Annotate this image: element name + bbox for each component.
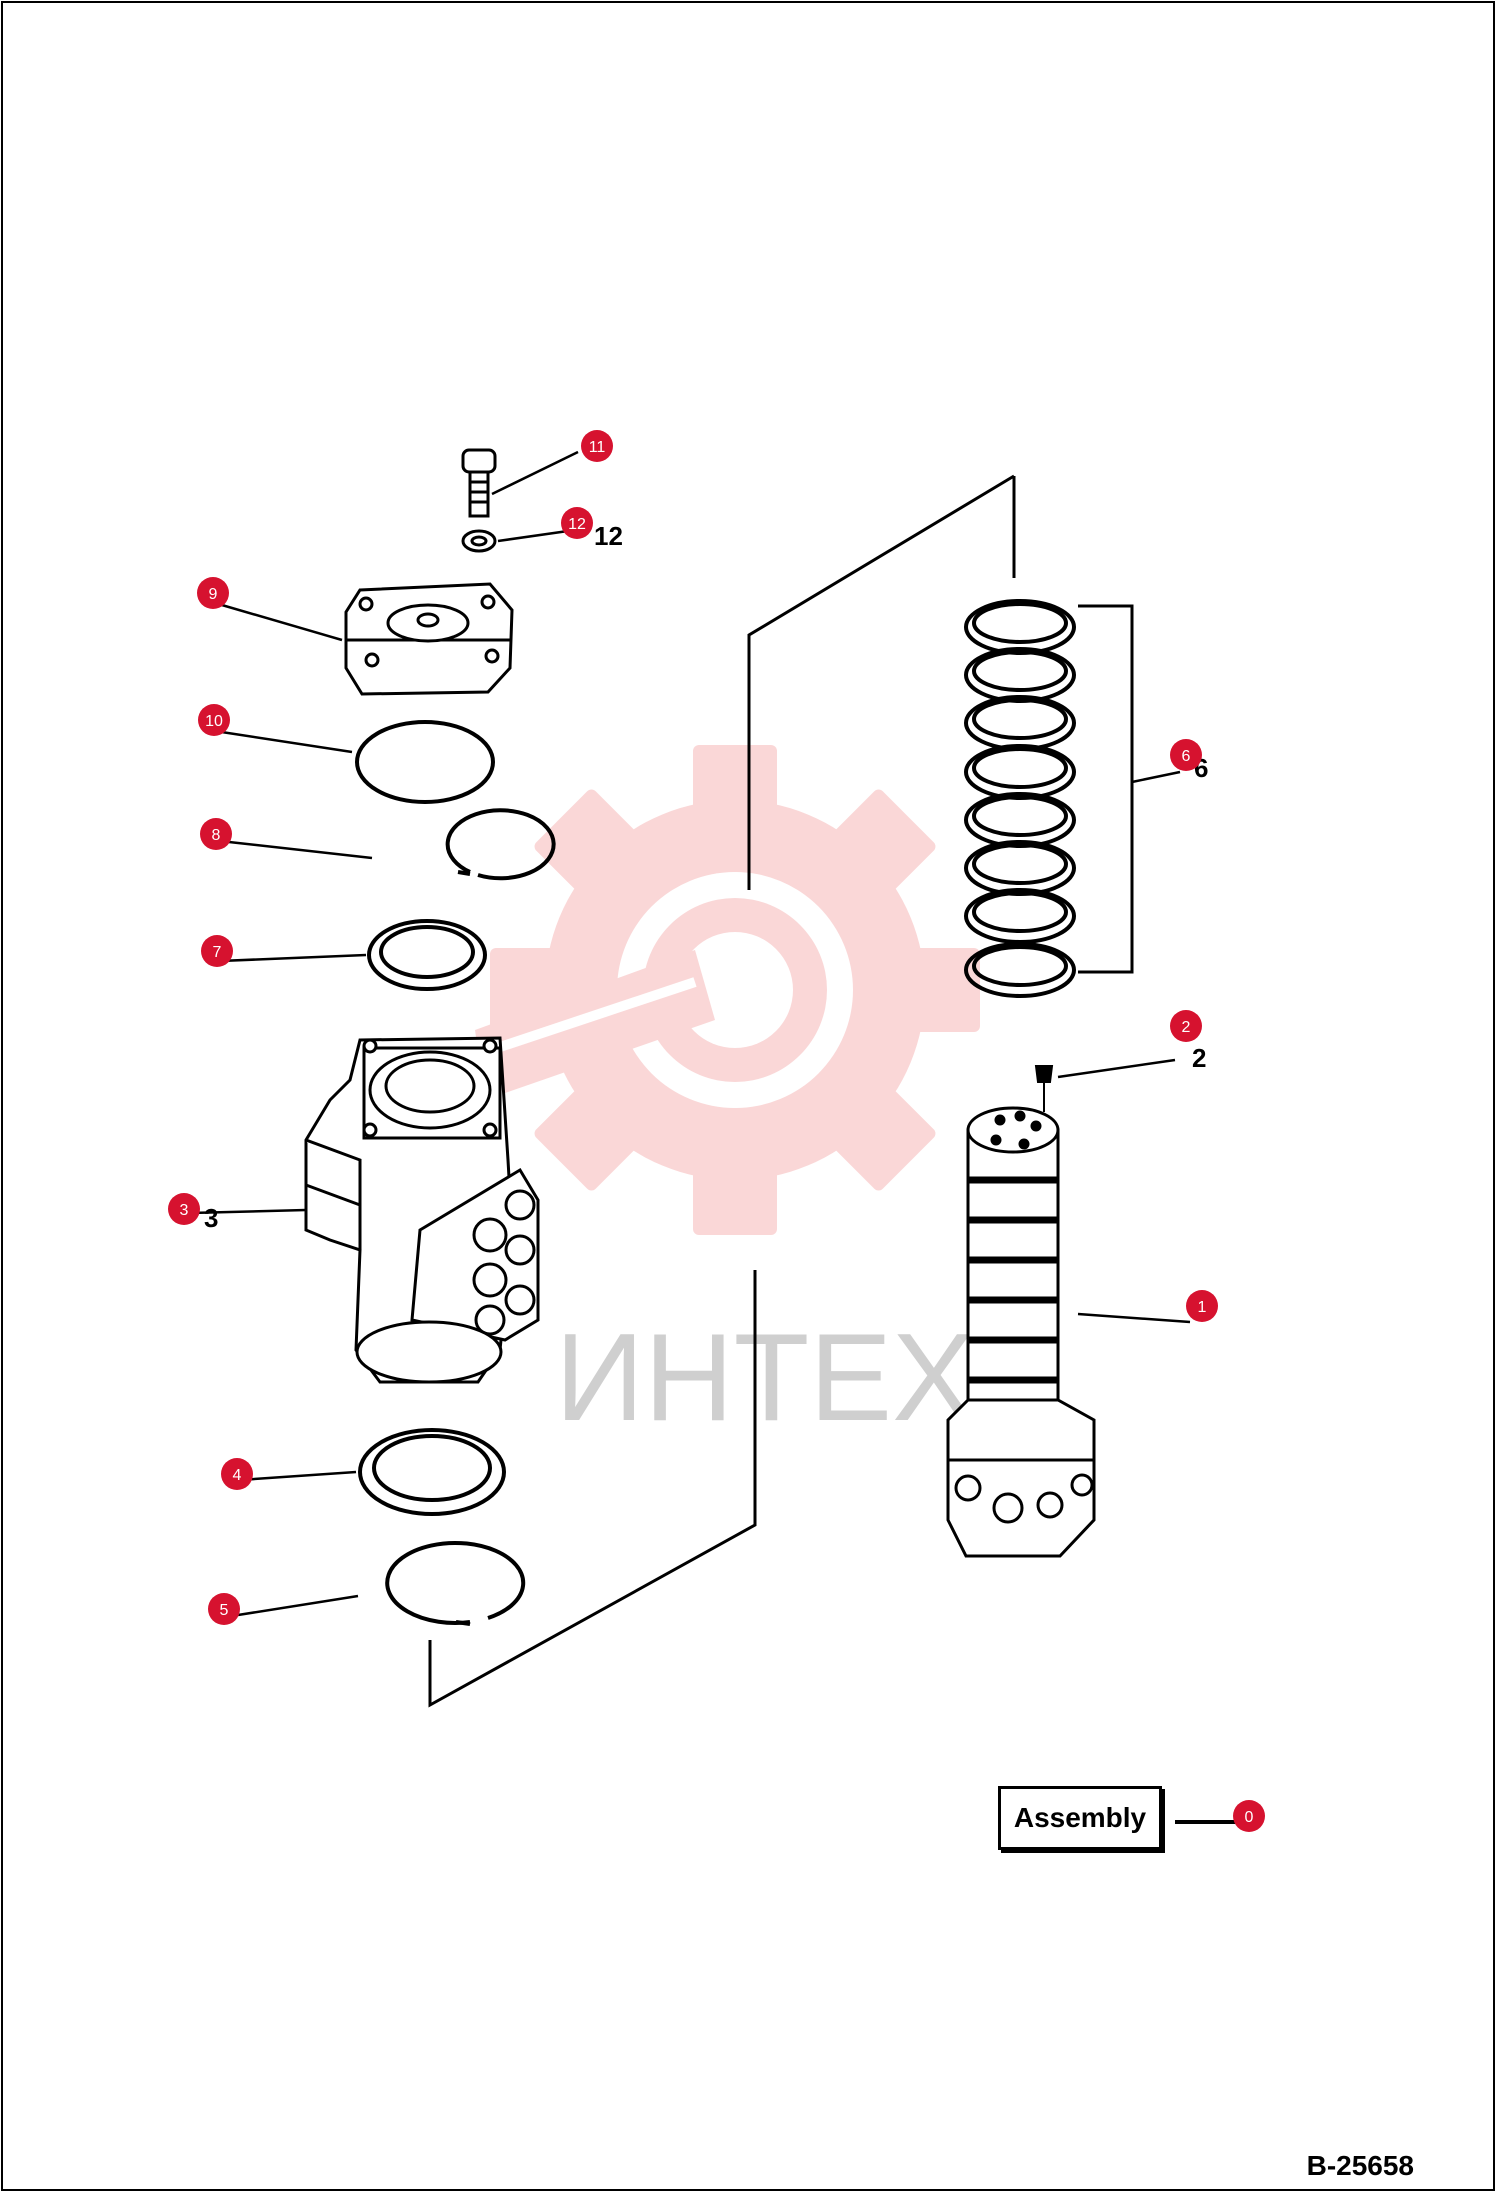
callout-marker-4[interactable]: 4 <box>221 1458 253 1490</box>
document-code: B-25658 <box>1306 2150 1414 2181</box>
leader-4 <box>239 1470 357 1482</box>
part-7-ring <box>367 919 487 991</box>
callout-marker-8[interactable]: 8 <box>200 818 232 850</box>
callout-marker-9[interactable]: 9 <box>197 577 229 609</box>
callout-marker-5[interactable]: 5 <box>208 1593 240 1625</box>
leader-8 <box>219 839 373 860</box>
part-5-snap-ring <box>385 1540 526 1626</box>
callout-marker-0[interactable]: 0 <box>1233 1800 1265 1832</box>
leader-12 <box>497 528 576 543</box>
callout-number-1: 1 <box>1198 1299 1207 1316</box>
callout-marker-3[interactable]: 3 <box>168 1193 200 1225</box>
leader-11 <box>491 450 579 496</box>
callout-number-10: 10 <box>205 713 223 730</box>
callout-number-2: 2 <box>1182 1019 1191 1036</box>
callout-number-9: 9 <box>209 586 218 603</box>
part-label-2: 2 <box>1192 1043 1206 1073</box>
part-label-3: 3 <box>204 1203 218 1233</box>
part-label-12: 12 <box>594 521 623 551</box>
callout-number-6: 6 <box>1182 748 1191 765</box>
leader-lines <box>189 450 1240 1824</box>
callout-marker-12[interactable]: 12 <box>561 507 593 539</box>
callout-number-4: 4 <box>233 1467 242 1484</box>
assembly-label: Assembly <box>1013 1802 1147 1833</box>
part-1-spool <box>946 1106 1096 1558</box>
leader-7 <box>219 953 367 963</box>
callout-number-7: 7 <box>213 944 222 961</box>
leader-5 <box>237 1594 359 1617</box>
callout-number-3: 3 <box>180 1202 189 1219</box>
leader-1 <box>1077 1312 1191 1324</box>
part-4-ring <box>358 1428 506 1516</box>
callout-number-12: 12 <box>568 516 586 533</box>
part-2-plug <box>1034 1065 1054 1112</box>
callout-marker-1[interactable]: 1 <box>1186 1290 1218 1322</box>
part-9-cover <box>344 582 514 696</box>
part-12-washer <box>461 529 497 553</box>
callout-marker-11[interactable]: 11 <box>581 430 613 462</box>
callout-number-5: 5 <box>220 1602 229 1619</box>
leader-9 <box>214 601 343 642</box>
part-6-seal-rings <box>964 599 1076 998</box>
callout-marker-6[interactable]: 6 <box>1170 739 1202 771</box>
assembly-label-box[interactable]: Assembly <box>998 1786 1162 1850</box>
leader-6 <box>1131 770 1181 784</box>
leader-10 <box>214 729 353 754</box>
leader-3 <box>189 1208 307 1215</box>
part-6-bracket <box>1078 604 1134 974</box>
callout-number-8: 8 <box>212 827 221 844</box>
callout-marker-10[interactable]: 10 <box>198 704 230 736</box>
callout-number-11: 11 <box>589 439 606 456</box>
callout-marker-2[interactable]: 2 <box>1170 1010 1202 1042</box>
callout-number-0: 0 <box>1245 1809 1254 1826</box>
part-11-bolt <box>461 448 497 518</box>
assembly-bracket <box>428 474 1016 1708</box>
callout-marker-7[interactable]: 7 <box>201 935 233 967</box>
callout-markers: 11 12 9 10 8 7 6 2 3 1 4 5 0 <box>168 430 1265 1832</box>
leader-2 <box>1057 1058 1176 1079</box>
part-10-o-ring <box>355 720 495 804</box>
watermark-gear-logo <box>475 745 980 1235</box>
part-8-snap-ring <box>445 808 556 881</box>
watermark-text: ИНТЕХ <box>555 1309 975 1447</box>
part-3-body <box>304 1036 540 1384</box>
